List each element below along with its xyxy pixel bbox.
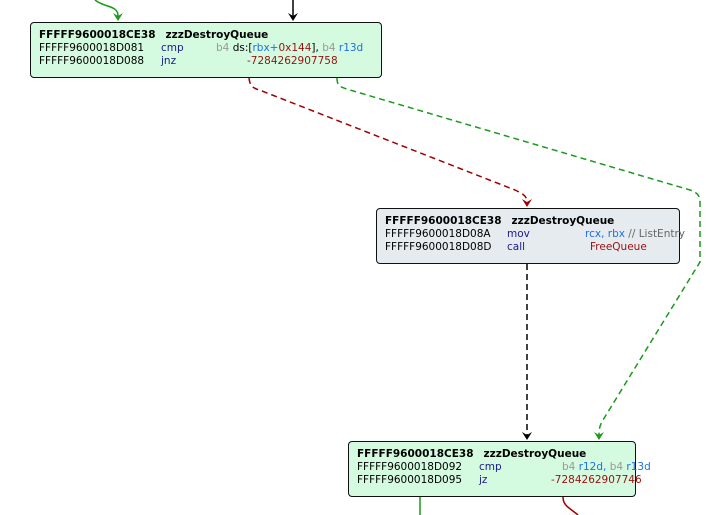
arrow-head: [522, 432, 532, 440]
instruction-address: FFFFF9600018D081: [39, 42, 145, 54]
edge-false-branch[interactable]: [248, 77, 528, 203]
block-header: FFFFF9600018CE38 zzzDestroyQueue: [385, 215, 671, 228]
block-address: FFFFF9600018CE38: [39, 29, 156, 41]
mnemonic: cmp: [479, 461, 502, 473]
instruction-line[interactable]: FFFFF9600018D08D call FreeQueue: [385, 241, 671, 254]
instruction-line[interactable]: FFFFF9600018D08A mov rcx, rbx // ListEntry: [385, 228, 685, 241]
operand: b4: [216, 42, 233, 54]
instruction-address: FFFFF9600018D08A: [385, 228, 491, 240]
operand: -7284262907758: [247, 55, 338, 67]
function-name[interactable]: zzzDestroyQueue: [511, 215, 615, 227]
instruction-address: FFFFF9600018D088: [39, 55, 145, 67]
instruction-line[interactable]: FFFFF9600018D088 jnz -7284262907758: [39, 55, 373, 68]
operand: // ListEntry: [624, 228, 685, 240]
operand: 0x144: [278, 42, 312, 54]
edge-false-outgoing[interactable]: [562, 496, 579, 515]
instruction-address: FFFFF9600018D095: [357, 474, 463, 486]
operand: b4: [609, 461, 627, 473]
operand: r13d: [626, 461, 651, 473]
operand: FreeQueue: [590, 241, 647, 253]
function-name[interactable]: zzzDestroyQueue: [483, 448, 587, 460]
block-address: FFFFF9600018CE38: [385, 215, 502, 227]
instruction-line[interactable]: FFFFF9600018D095 jz -7284262907746: [357, 474, 642, 487]
arrow-head: [594, 432, 604, 440]
mnemonic: call: [507, 241, 526, 253]
operand: b4: [562, 461, 579, 473]
operand: ],: [311, 42, 323, 54]
arrow-head: [288, 13, 298, 21]
block-address: FFFFF9600018CE38: [357, 448, 474, 460]
block-header: FFFFF9600018CE38 zzzDestroyQueue: [357, 448, 627, 461]
instruction-line[interactable]: FFFFF9600018D092 cmp b4 r12d, b4 r13d: [357, 461, 651, 474]
operand: b4: [322, 42, 339, 54]
mnemonic: jnz: [161, 55, 177, 67]
function-name[interactable]: zzzDestroyQueue: [165, 29, 269, 41]
mnemonic: jz: [479, 474, 488, 486]
mnemonic: cmp: [161, 42, 184, 54]
arrow-head: [113, 13, 123, 21]
block-header: FFFFF9600018CE38 zzzDestroyQueue: [39, 29, 373, 42]
operand: ds:[: [232, 42, 253, 54]
arrow-head: [522, 199, 532, 207]
instruction-address: FFFFF9600018D092: [357, 461, 463, 473]
operand: rbx+: [252, 42, 279, 54]
instruction-address: FFFFF9600018D08D: [385, 241, 492, 253]
edge-true-incoming[interactable]: [94, 0, 119, 17]
edge-true-branch[interactable]: [336, 77, 701, 436]
instruction-line[interactable]: FFFFF9600018D081 cmp b4 ds:[rbx+0x144], b4…: [39, 42, 373, 55]
operand: r13d: [338, 42, 364, 54]
operand: r12d,: [578, 461, 610, 473]
operand: rcx, rbx: [585, 228, 625, 240]
operand: -7284262907746: [551, 474, 642, 486]
mnemonic: mov: [507, 228, 530, 240]
